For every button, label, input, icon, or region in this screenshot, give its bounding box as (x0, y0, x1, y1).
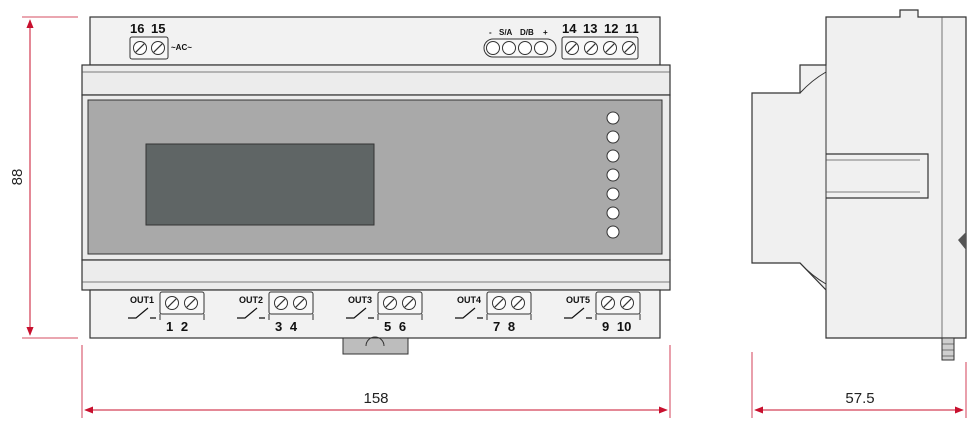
relay-symbol (346, 307, 374, 319)
terminal-screw (184, 296, 198, 310)
terminal-screw (133, 41, 147, 55)
width-value: 158 (363, 390, 388, 407)
output-label: OUT2 (239, 295, 263, 305)
din-slot (826, 153, 929, 199)
terminal-screw (565, 41, 579, 55)
terminal-number: 14 (562, 21, 577, 36)
terminal-screw (293, 296, 307, 310)
output-terminals: OUT1 1 2 OUT2 3 4 OUT3 5 6 OUT4 7 8 OUT5 9 10 (128, 291, 641, 334)
terminal-number: 15 (151, 21, 165, 36)
led-column (606, 111, 620, 239)
terminal-screw (383, 296, 397, 310)
relay-symbol (455, 307, 483, 319)
comm-label: D/B (520, 28, 534, 37)
terminal-screw (402, 296, 416, 310)
output-terminal-numbers: 1 2 (166, 319, 188, 334)
lower-band (81, 259, 671, 291)
output-label: OUT3 (348, 295, 372, 305)
comm-label: S/A (499, 28, 513, 37)
terminal-number: 12 (604, 21, 618, 36)
terminal-number: 16 (130, 21, 144, 36)
terminal-screw (603, 41, 617, 55)
terminal-screw (274, 296, 288, 310)
upper-band (81, 64, 671, 96)
output-terminal-numbers: 3 4 (275, 319, 298, 334)
terminal-screw (492, 296, 506, 310)
terminal-screw (620, 296, 634, 310)
side-housing (751, 9, 967, 339)
comm-label: - (489, 28, 492, 37)
status-led (606, 225, 620, 239)
front-view: 16 15 ~AC~ 14 13 12 11 - S/A D/B + OUT1 1… (81, 16, 671, 355)
height-value: 88 (9, 169, 26, 186)
output-group: OUT1 1 2 (128, 291, 205, 334)
din-clip (342, 337, 409, 355)
ac-label: ~AC~ (171, 43, 192, 52)
output-group: OUT4 7 8 (455, 291, 532, 334)
terminal-number: 11 (625, 21, 639, 36)
output-group: OUT2 3 4 (237, 291, 314, 334)
comm-pin (486, 41, 500, 55)
terminal-screw (622, 41, 636, 55)
output-label: OUT1 (130, 295, 154, 305)
top-terminal-right: 14 13 12 11 (561, 21, 639, 60)
relay-symbol (237, 307, 265, 319)
output-group: OUT3 5 6 (346, 291, 423, 334)
output-label: OUT5 (566, 295, 590, 305)
status-led (606, 206, 620, 220)
comm-pin (502, 41, 516, 55)
status-led (606, 130, 620, 144)
comm-label: + (543, 28, 548, 37)
terminal-number: 13 (583, 21, 597, 36)
status-led (606, 111, 620, 125)
output-group: OUT5 9 10 (564, 291, 641, 334)
terminal-screw (601, 296, 615, 310)
terminal-screw (511, 296, 525, 310)
terminal-screw (584, 41, 598, 55)
lcd-screen (145, 143, 375, 226)
status-led (606, 168, 620, 182)
terminal-screw (151, 41, 165, 55)
dimension-width: 158 (81, 345, 671, 418)
dimension-height: 88 (9, 16, 78, 339)
terminal-screw (165, 296, 179, 310)
side-view (751, 9, 967, 361)
relay-symbol (128, 307, 156, 319)
comm-pin (518, 41, 532, 55)
dimension-depth: 57.5 (751, 352, 967, 418)
output-label: OUT4 (457, 295, 481, 305)
relay-symbol (564, 307, 592, 319)
status-led (606, 149, 620, 163)
output-terminal-numbers: 9 10 (602, 319, 631, 334)
side-clip (941, 337, 955, 361)
comm-pin (534, 41, 548, 55)
depth-value: 57.5 (845, 390, 874, 407)
output-terminal-numbers: 7 8 (493, 319, 515, 334)
output-terminal-numbers: 5 6 (384, 319, 406, 334)
status-led (606, 187, 620, 201)
